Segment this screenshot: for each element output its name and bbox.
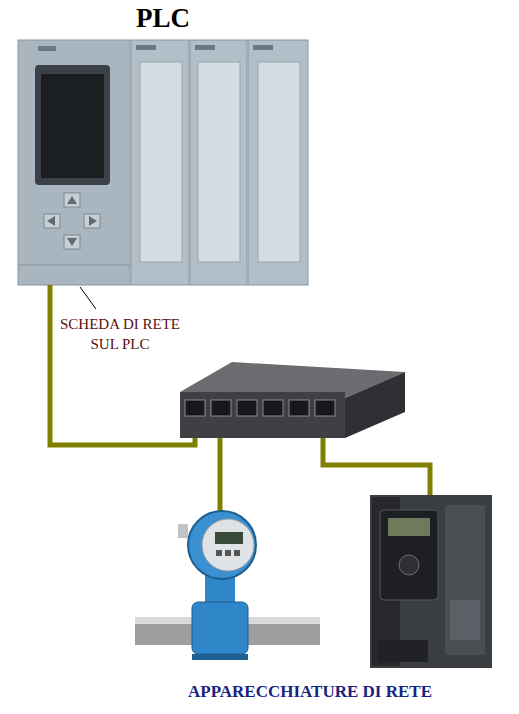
leader-line	[80, 287, 96, 309]
device-heading: PLC	[18, 2, 308, 34]
callout-label: SCHEDA DI RETE SUL PLC	[50, 314, 190, 354]
io-modules	[131, 40, 308, 285]
network-cables	[50, 285, 430, 522]
plc-device: PLC	[18, 2, 308, 285]
network-switch	[180, 362, 405, 438]
frequency-drive	[370, 495, 492, 668]
plc-led	[38, 46, 56, 51]
plc-arrows	[47, 196, 97, 246]
plc-cpu	[18, 40, 130, 285]
plc-display	[41, 74, 104, 178]
caption-label: APPARECCHIATURE DI RETE	[120, 681, 500, 703]
plc-edge	[18, 265, 130, 266]
flowmeter	[135, 511, 320, 660]
plc-keys	[44, 193, 100, 249]
plc-display-frame	[35, 65, 110, 185]
